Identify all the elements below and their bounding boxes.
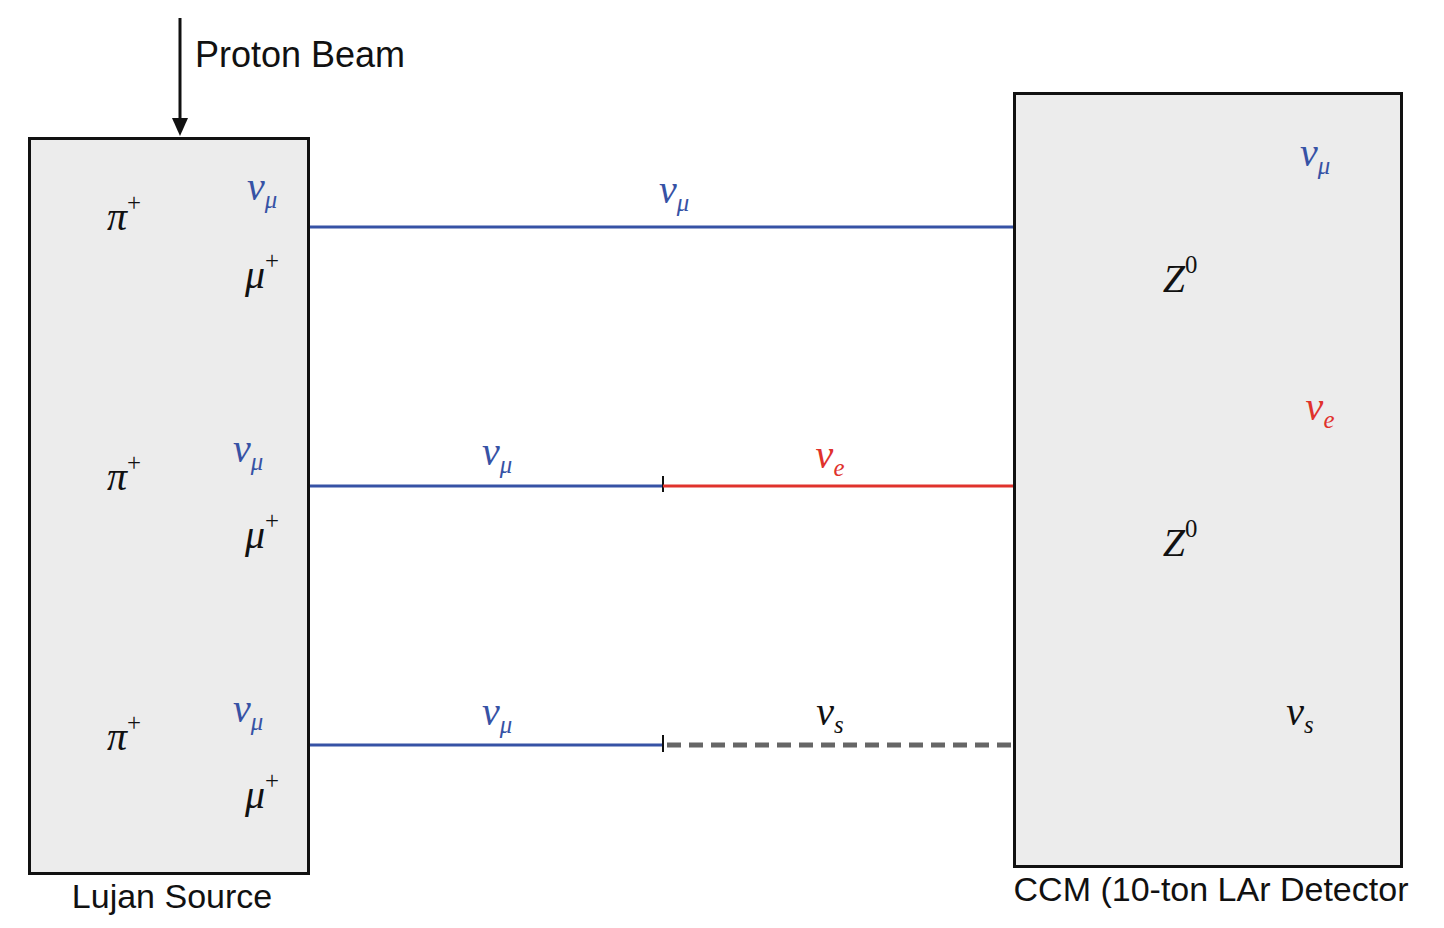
pion-label: π+ (107, 451, 141, 497)
neutrino-label: νs (816, 692, 843, 737)
muon-label: μ+ (245, 769, 279, 815)
box-heading: Lujan Source (72, 878, 272, 915)
pion-label: π+ (107, 191, 141, 237)
pion-label: π+ (107, 711, 141, 757)
neutrino-label: νμ (659, 170, 689, 215)
oscillation-tick (662, 476, 664, 492)
beam-label: Proton Beam (195, 37, 405, 73)
neutrino-label: νμ (247, 167, 277, 212)
boson-label: Z0 (1163, 253, 1198, 299)
neutrino-label: νs (1286, 692, 1313, 737)
box-heading: CCM (10-ton LAr Detector (1014, 871, 1409, 908)
neutrino-label: νμ (482, 432, 512, 477)
muon-label: μ+ (245, 249, 279, 295)
neutrino-label: νμ (482, 692, 512, 737)
muon-label: μ+ (245, 509, 279, 555)
neutrino-label: νe (1306, 387, 1335, 432)
neutrino-label: νμ (233, 689, 263, 734)
neutrino-label: νμ (1300, 133, 1330, 178)
neutrino-label: νμ (233, 429, 263, 474)
neutrino-label: νe (816, 435, 845, 480)
beam-arrowhead (172, 118, 188, 136)
oscillation-tick (662, 735, 664, 752)
boson-label: Z0 (1163, 517, 1198, 563)
detector-box: CCM (10-ton LAr Detector (1013, 92, 1403, 868)
beam-line (179, 18, 182, 128)
